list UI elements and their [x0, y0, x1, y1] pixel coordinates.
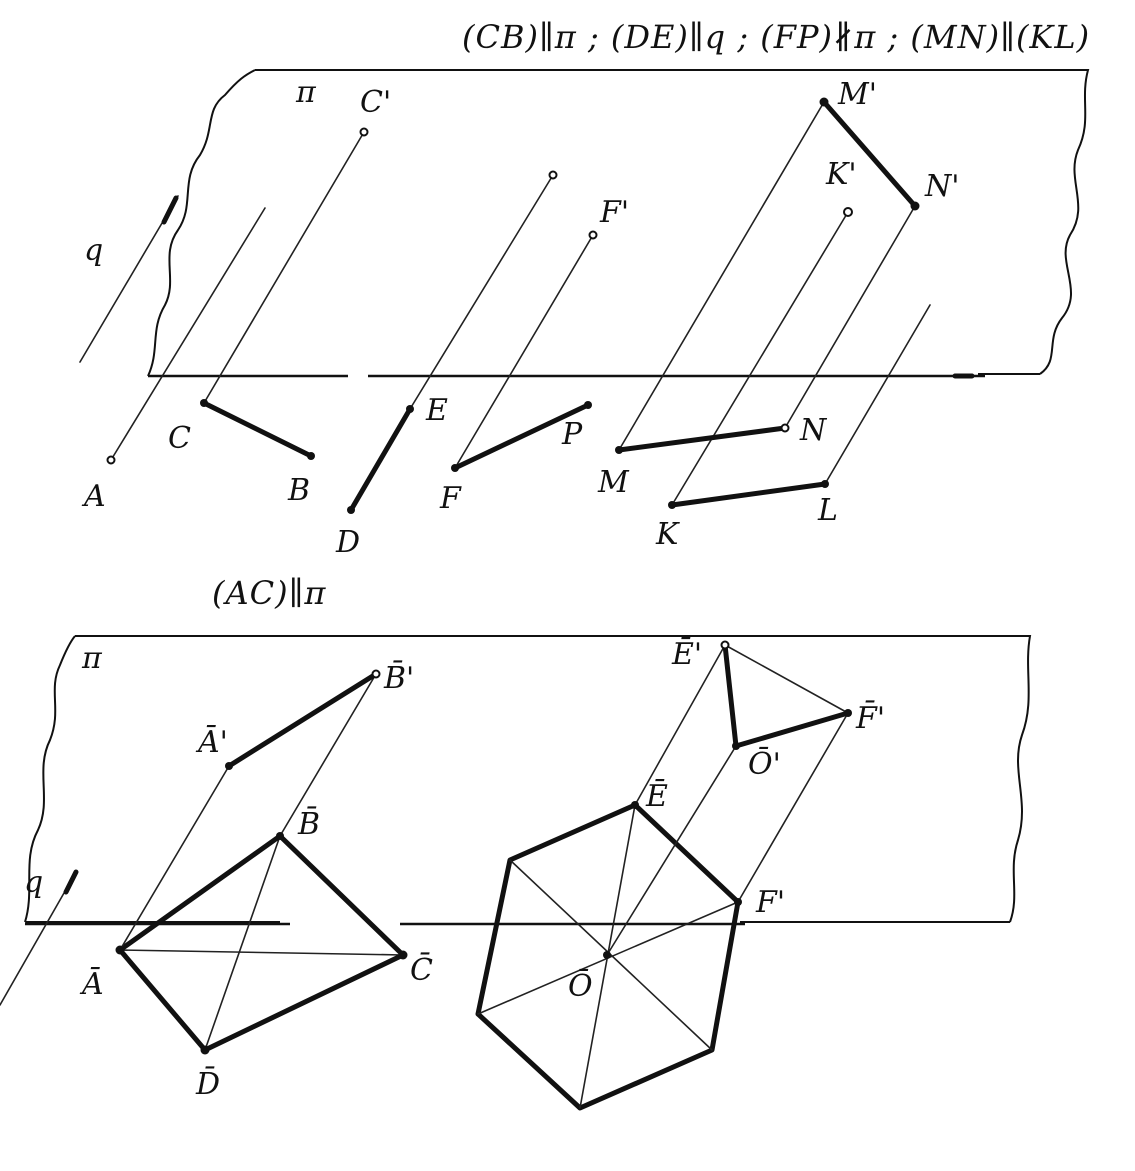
bottom-panel: (AC)∥π π q: [0, 574, 1032, 1111]
point-F-bar-prime: [844, 709, 852, 717]
point-N-prime: [910, 201, 920, 211]
ray-M: [618, 101, 825, 451]
point-C-bar: [398, 950, 408, 960]
bottom-direction-q-label: q: [24, 865, 43, 900]
label-E-bar-prime: Ē': [671, 637, 702, 672]
top-direction-q-label: q: [84, 233, 103, 268]
point-K: [668, 501, 676, 509]
top-caption: (CB)∥π ; (DE)∥q ; (FP)∦π ; (MN)∥(KL): [462, 18, 1090, 56]
ray-L: [824, 304, 931, 485]
label-B-bar: B̄: [297, 806, 320, 842]
segment-KL: [669, 481, 828, 508]
label-F-prime-hex: F': [755, 885, 785, 920]
label-M: M: [597, 465, 630, 500]
point-C: [200, 399, 208, 407]
label-B-bar-prime: B̄': [383, 660, 414, 696]
segment-DE: [348, 406, 413, 513]
point-D-bar: [200, 1045, 210, 1055]
label-K-prime: K': [825, 157, 857, 192]
label-C-prime: C': [360, 85, 391, 120]
quadrilateral-ABCD: [117, 833, 406, 1053]
label-A: A: [81, 479, 106, 514]
point-F: [451, 464, 459, 472]
label-C-bar: C̄: [410, 952, 433, 988]
segment-A-bar-prime-B-bar-prime: [226, 671, 379, 769]
point-E: [406, 405, 414, 413]
triangle-E-O-F: [722, 642, 851, 749]
label-A-bar: Ā: [79, 967, 104, 1002]
label-O-bar: Ō: [568, 968, 593, 1004]
segment-FP: [452, 402, 591, 471]
top-plane-outline: [147, 69, 1090, 377]
point-E-prime: [548, 170, 558, 180]
point-O-bar: [603, 951, 611, 959]
ray-F: [454, 234, 594, 469]
point-E-bar-prime: [720, 640, 730, 650]
label-D-bar: D̄: [195, 1066, 220, 1102]
segment-M-prime-N-prime: [821, 99, 918, 209]
label-D: D: [335, 525, 360, 560]
point-M: [615, 446, 623, 454]
top-panel: (CB)∥π ; (DE)∥q ; (FP)∦π ; (MN)∥(KL) π q: [79, 18, 1090, 560]
label-L: L: [817, 493, 838, 528]
ray-B-bar: [279, 673, 377, 837]
top-direction-q-arrow: [161, 195, 179, 225]
point-B-bar: [276, 832, 284, 840]
bottom-plane-label: π: [81, 641, 103, 676]
top-plane-label: π: [295, 75, 317, 110]
ray-E-bar: [634, 644, 726, 806]
point-E-bar: [631, 801, 639, 809]
label-E-bar: Ē: [645, 779, 668, 814]
top-direction-q-line: [79, 195, 179, 363]
ray-F-prime: [737, 712, 849, 903]
point-C-prime: [359, 127, 369, 137]
triangle-side-E-F: [724, 644, 849, 714]
ray-O-bar: [606, 745, 737, 956]
point-L: [821, 480, 829, 488]
ray-A-bar: [119, 765, 230, 951]
point-A: [106, 455, 116, 465]
point-K-prime: [843, 207, 853, 217]
ray-E: [409, 174, 554, 410]
bottom-direction-q-line: [0, 871, 77, 1006]
label-N: N: [799, 413, 828, 448]
point-D: [347, 506, 355, 514]
bottom-direction-q-arrow: [63, 869, 79, 895]
segment-MN: [616, 425, 788, 453]
label-B: B: [287, 473, 310, 508]
ray-K: [671, 211, 849, 506]
label-P: P: [561, 417, 583, 452]
ray-N: [784, 205, 916, 429]
label-E: E: [425, 393, 448, 428]
point-N: [780, 423, 790, 433]
label-M-prime: M': [837, 77, 877, 112]
label-F: F: [439, 481, 462, 516]
point-A-bar-prime: [225, 762, 233, 770]
diagonal-AC: [119, 949, 404, 956]
segment-CB: [201, 400, 314, 459]
label-K: K: [655, 517, 680, 552]
diagonal-BD: [204, 835, 281, 1051]
ray-A: [110, 207, 266, 461]
label-A-bar-prime: Ā': [195, 725, 228, 760]
point-P: [584, 401, 592, 409]
label-F-bar-prime: F̄': [855, 700, 885, 736]
ray-C: [203, 131, 365, 404]
bottom-caption: (AC)∥π: [212, 574, 326, 612]
point-A-bar: [115, 945, 125, 955]
bottom-plane-outline: [24, 635, 1032, 923]
point-B-bar-prime: [371, 669, 381, 679]
point-B: [307, 452, 315, 460]
label-F-prime: F': [599, 195, 629, 230]
label-N-prime: N': [924, 169, 960, 204]
point-F-prime: [588, 230, 598, 240]
point-F-prime-hex: [734, 898, 742, 906]
label-C: C: [168, 421, 191, 456]
point-O-bar-prime: [732, 742, 740, 750]
label-O-bar-prime: Ō': [748, 746, 781, 782]
point-M-prime: [819, 97, 829, 107]
